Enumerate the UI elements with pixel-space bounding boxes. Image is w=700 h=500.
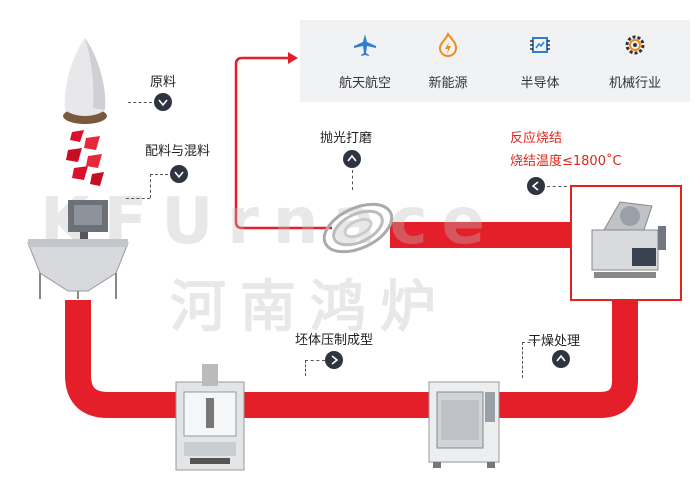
application-label: 机械行业: [608, 76, 661, 91]
application-aerospace: 航天航空: [320, 30, 410, 91]
step-marker-mixing[interactable]: [170, 165, 188, 183]
chevron-down-icon: [158, 99, 168, 107]
application-label: 半导体: [520, 76, 560, 91]
watermark-chinese: 河南鸿炉: [170, 275, 450, 340]
application-label: 航天航空: [338, 76, 391, 91]
sintering-furnace-image: [591, 201, 666, 278]
red-crystal-image: [66, 130, 104, 186]
step-marker-drying[interactable]: [552, 350, 570, 368]
drying-oven-image: [428, 381, 500, 468]
polishing-disc-image: [322, 202, 394, 254]
step-label-mixing: 配料与混料: [145, 144, 211, 159]
leader-line: [352, 170, 353, 190]
step-label-polishing: 抛光打磨: [320, 131, 373, 146]
leader-line: [522, 342, 523, 378]
leader-line: [522, 342, 536, 343]
chevron-up-icon: [347, 154, 357, 162]
raw-powder-image: [63, 38, 107, 124]
leader-line: [150, 174, 168, 175]
applications-panel: 航天航空 新能源 半导体 机械行业: [300, 20, 690, 102]
step-label-pressing: 坯体压制成型: [295, 333, 374, 348]
chip-icon: [530, 37, 550, 53]
step-marker-raw-material[interactable]: [154, 93, 172, 111]
flow-arrow-to-applications: [234, 56, 332, 230]
application-machinery: 机械行业: [590, 30, 680, 91]
step-marker-sintering[interactable]: [527, 177, 545, 195]
step-marker-polishing[interactable]: [343, 150, 361, 168]
press-machine-image: [175, 364, 245, 471]
step-marker-pressing[interactable]: [325, 351, 343, 369]
chevron-up-icon: [556, 354, 566, 362]
upper-flow-segment: [390, 222, 572, 248]
leader-line: [150, 174, 151, 198]
chevron-right-icon: [331, 355, 339, 365]
arrowhead-icon: [288, 52, 298, 64]
application-new-energy: 新能源: [403, 30, 493, 91]
main-flow-path: [65, 300, 638, 418]
leader-line: [547, 186, 567, 187]
application-label: 新能源: [428, 76, 468, 91]
gear-icon: [625, 35, 645, 55]
step-label-drying: 干燥处理: [528, 334, 581, 349]
application-semiconductor: 半导体: [495, 30, 585, 91]
step-label-raw-material: 原料: [150, 75, 177, 90]
chevron-down-icon: [174, 171, 184, 179]
leader-line: [128, 102, 152, 103]
mixer-machine-image: [27, 200, 129, 299]
leader-line: [305, 360, 325, 361]
airplane-icon: [354, 34, 376, 56]
step-label-sintering-temperature: 烧结温度≤1800˚C: [510, 154, 622, 169]
step-label-sintering: 反应烧结: [510, 131, 563, 146]
flame-icon: [438, 32, 458, 58]
leader-line: [305, 360, 306, 376]
chevron-left-icon: [531, 181, 539, 191]
leader-line: [126, 198, 150, 199]
